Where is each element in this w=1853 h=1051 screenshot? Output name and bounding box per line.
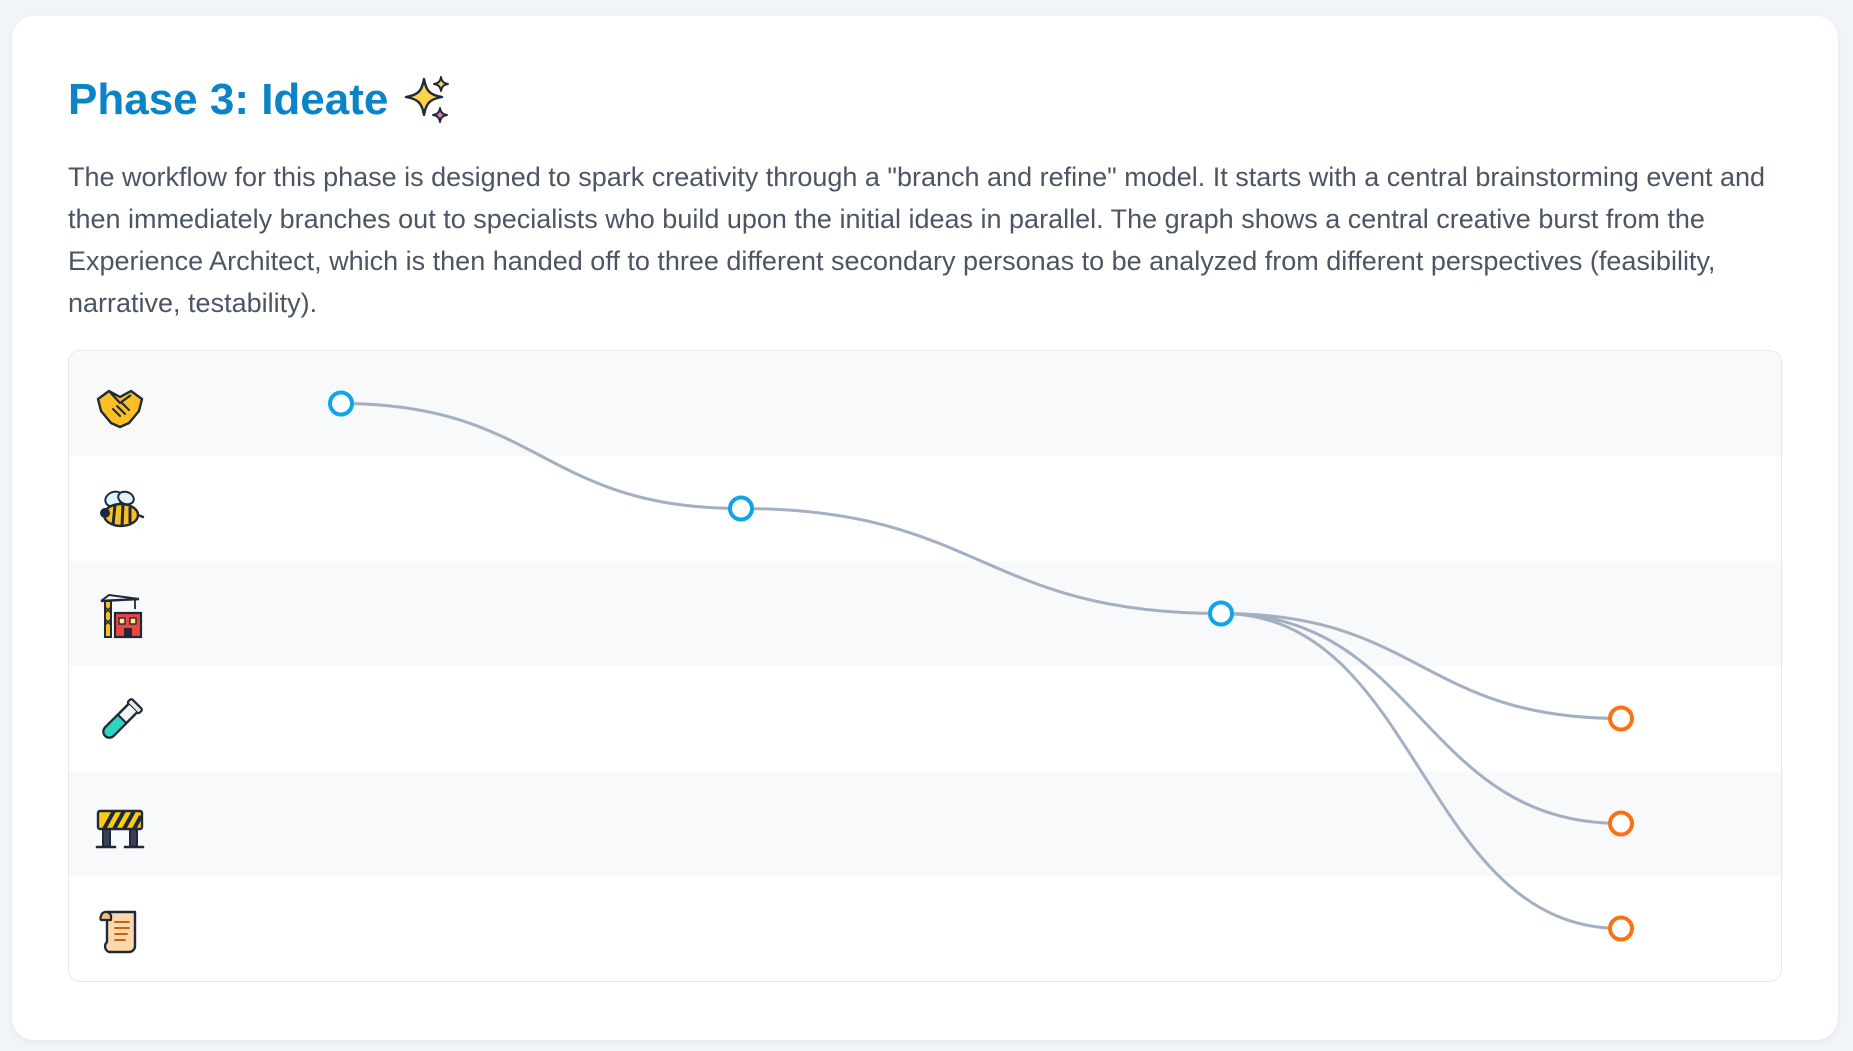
node-n1[interactable] [328, 390, 354, 417]
edge-n1-n2 [340, 402, 742, 510]
phase-title-text: Phase 3: Ideate [68, 75, 389, 124]
workflow-flow-diagram [328, 390, 1634, 942]
handshake-icon [95, 381, 145, 431]
scroll-icon [95, 906, 145, 956]
swimlanes [69, 351, 1781, 981]
lane-4 [69, 666, 1781, 771]
phase-title: Phase 3: Ideate [68, 74, 452, 127]
lane-2 [69, 456, 1781, 561]
node-n4[interactable] [1608, 705, 1634, 732]
sparkles-icon [402, 75, 452, 125]
test-tube-icon [95, 696, 145, 746]
construction-barrier-icon [95, 801, 145, 851]
lane-6 [69, 876, 1781, 981]
edge-n3-n5 [1220, 612, 1622, 825]
construction-building-icon [95, 591, 145, 641]
node-n3[interactable] [1208, 600, 1234, 627]
node-n6[interactable] [1608, 915, 1634, 942]
bee-icon [95, 486, 145, 536]
edge-n2-n3 [740, 507, 1222, 615]
node-n5[interactable] [1608, 810, 1634, 837]
edge-n3-n4 [1220, 612, 1622, 720]
lane-3 [69, 561, 1781, 666]
phase-description: The workflow for this phase is designed … [68, 162, 1766, 318]
edge-n3-n6 [1220, 612, 1622, 930]
phase-card: Phase 3: Ideate The workflow for this ph… [12, 16, 1838, 1040]
workflow-graph [68, 350, 1782, 982]
node-n2[interactable] [728, 495, 754, 522]
lane-5 [69, 771, 1781, 876]
